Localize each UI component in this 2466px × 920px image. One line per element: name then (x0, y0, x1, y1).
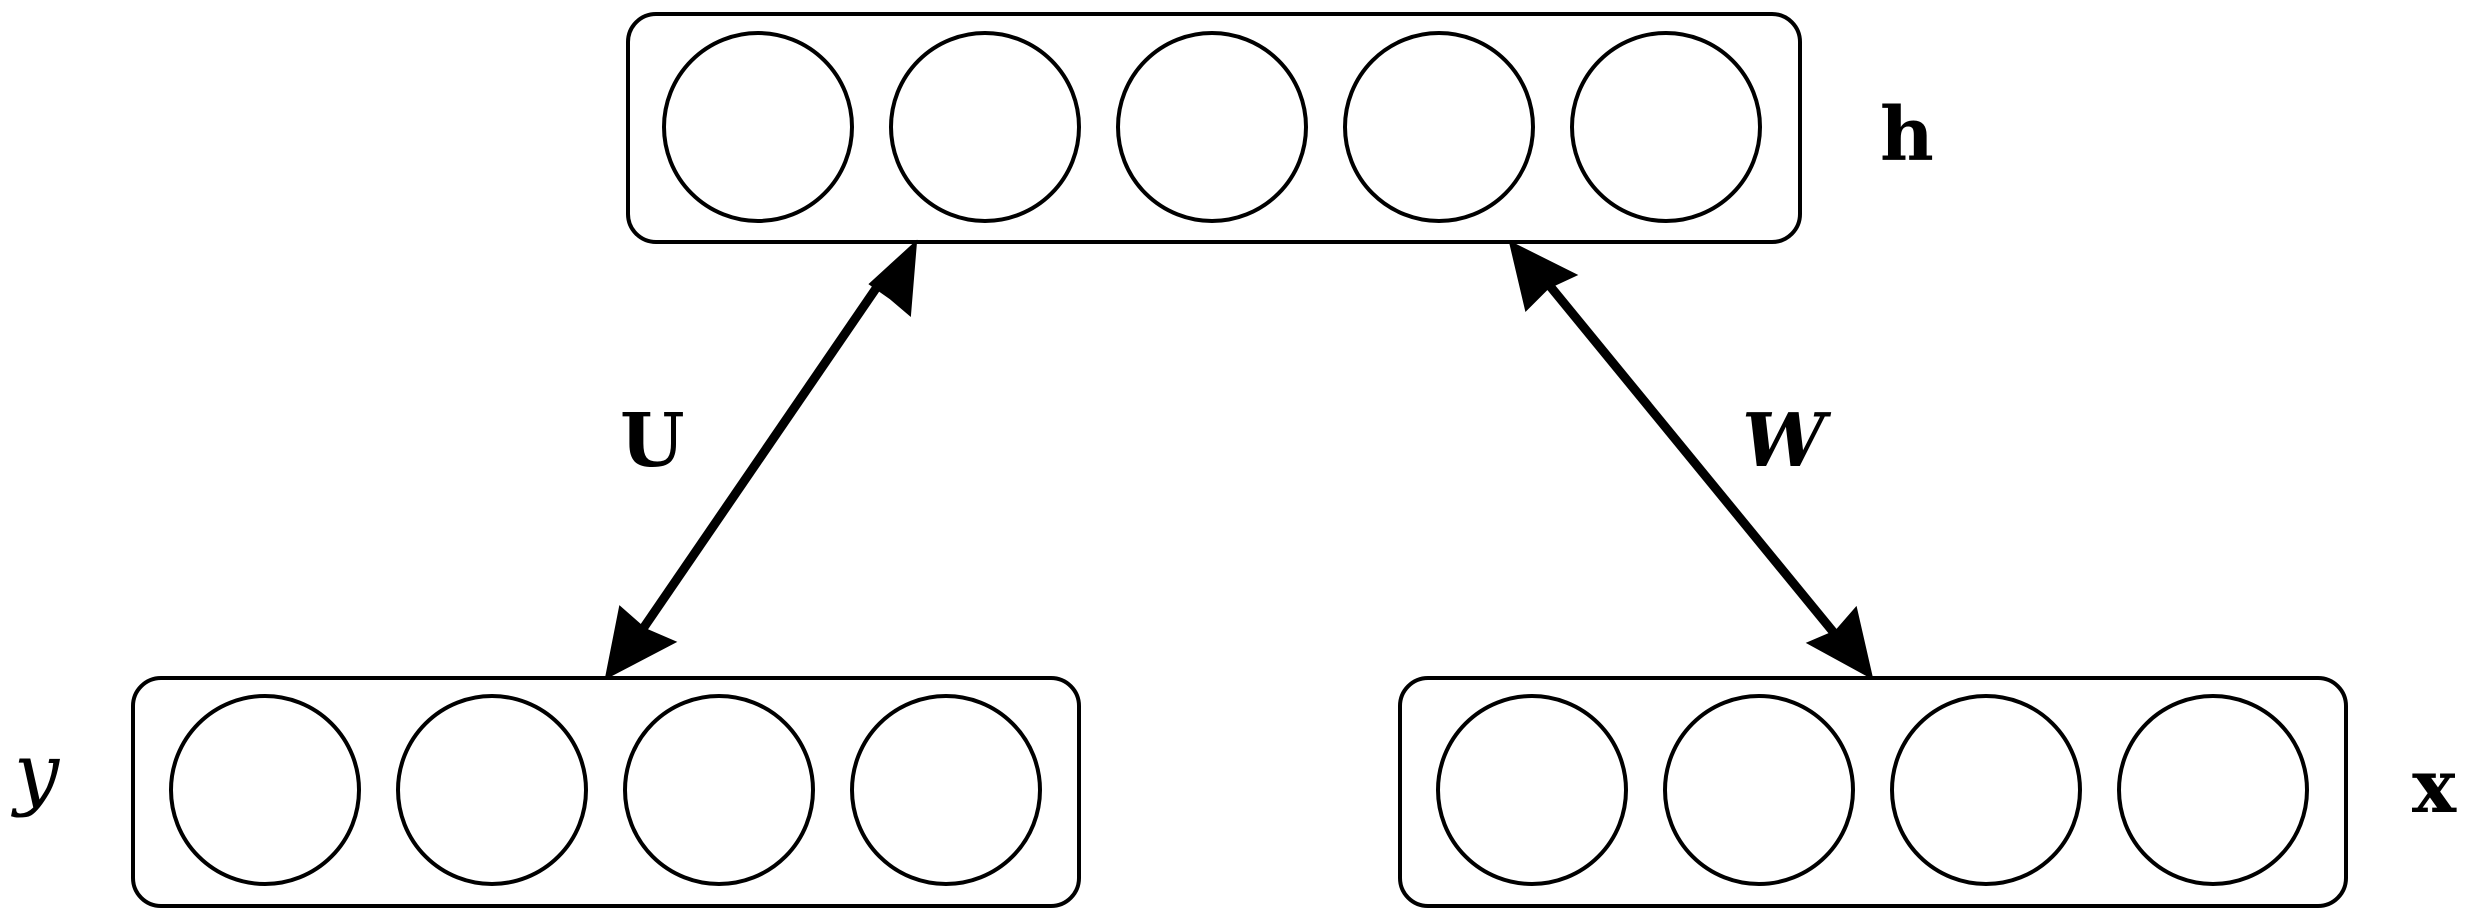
hidden-unit (889, 31, 1081, 223)
u-arrowhead-top (868, 239, 918, 318)
hidden-layer (626, 12, 1802, 244)
output-layer-label: y (11, 726, 61, 819)
input-unit (1890, 694, 2082, 886)
output-unit (396, 694, 588, 886)
u-connection (604, 239, 918, 680)
hidden-unit (1116, 31, 1308, 223)
hidden-unit (1343, 31, 1535, 223)
input-unit (1436, 694, 1628, 886)
hidden-unit (1570, 31, 1762, 223)
hidden-unit (662, 31, 854, 223)
input-unit (2117, 694, 2309, 886)
input-unit (1663, 694, 1855, 886)
output-layer (131, 676, 1081, 908)
output-unit (169, 694, 361, 886)
u-arrowhead-bottom (604, 605, 678, 680)
w-connection (1508, 240, 1874, 680)
output-unit (623, 694, 815, 886)
input-layer-label: x (2412, 744, 2457, 830)
hidden-layer-label: h (1880, 92, 1934, 178)
w-arrowhead-top (1508, 240, 1579, 312)
u-connection-line (634, 281, 883, 639)
w-arrowhead-bottom (1805, 605, 1874, 680)
input-layer (1398, 676, 2348, 908)
w-connection-line (1541, 277, 1843, 642)
output-unit (850, 694, 1042, 886)
w-connection-label: W (1742, 398, 1832, 484)
u-connection-label: U (620, 398, 685, 484)
